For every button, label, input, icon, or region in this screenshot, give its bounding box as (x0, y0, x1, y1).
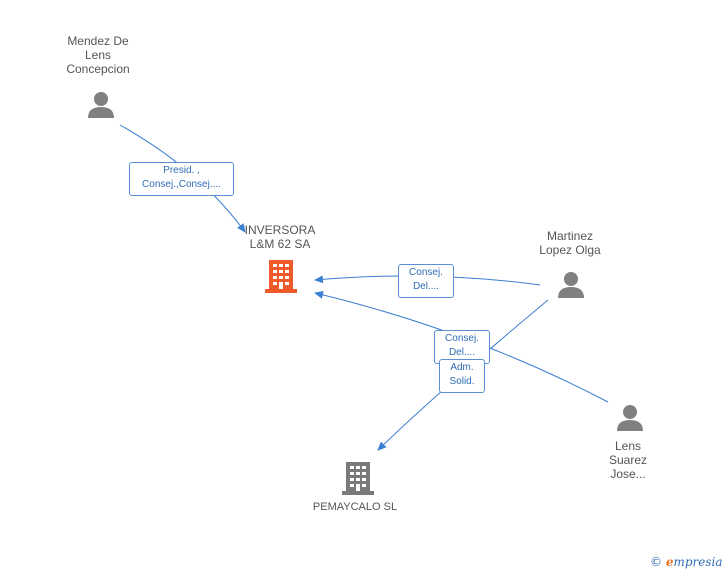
node-label-line: Martinez (546, 229, 593, 243)
edge-label-line: Del.... (448, 347, 476, 358)
node-label-inversora[interactable]: INVERSORA L&M 62 SA (230, 223, 330, 251)
building-icon[interactable] (265, 258, 297, 293)
edge-label-martinez-inversora[interactable]: Consej. Del.... (398, 264, 454, 298)
node-label-line: Suarez (608, 453, 648, 467)
edge-label-mendez-inversora[interactable]: Presid. , Consej.,Consej.... (129, 162, 234, 196)
brand-name: mpresia (673, 555, 723, 569)
person-icon[interactable] (86, 90, 116, 118)
copyright-icon: © (650, 555, 662, 569)
edge-label-line: Consej. (409, 267, 443, 278)
node-label-line: Mendez De (67, 34, 129, 48)
node-label-line: Concepcion (66, 62, 130, 76)
edge-label-line: Presid. , (163, 165, 200, 176)
edge-label-line: Del.... (412, 281, 440, 292)
node-label-line: L&M 62 SA (249, 237, 311, 251)
node-label-line: PEMAYCALO SL (312, 501, 398, 513)
person-icon[interactable] (615, 403, 645, 431)
node-label-mendez[interactable]: Mendez De Lens Concepcion (48, 34, 148, 76)
node-label-pemaycalo[interactable]: PEMAYCALO SL (295, 500, 415, 514)
person-icon[interactable] (556, 270, 586, 298)
edge-label-line: Consej.,Consej.... (142, 179, 221, 190)
node-label-martinez[interactable]: Martinez Lopez Olga (520, 229, 620, 257)
brand-initial: e (665, 555, 674, 569)
edge-label-martinez-pemaycalo[interactable]: Adm. Solid. (439, 359, 485, 393)
node-label-line: Lens (614, 439, 642, 453)
node-label-line: Lopez Olga (539, 243, 601, 257)
edge-label-line: Solid. (449, 376, 475, 387)
edge-label-line: Adm. (450, 362, 474, 373)
node-label-lens[interactable]: Lens Suarez Jose... (580, 439, 676, 481)
node-label-line: Lens (84, 48, 112, 62)
building-icon[interactable] (342, 460, 374, 495)
node-label-line: INVERSORA (244, 223, 316, 237)
edge-label-line: Consej. (445, 333, 479, 344)
node-label-line: Jose... (610, 467, 646, 481)
brand-logo: © empresia (650, 555, 723, 569)
